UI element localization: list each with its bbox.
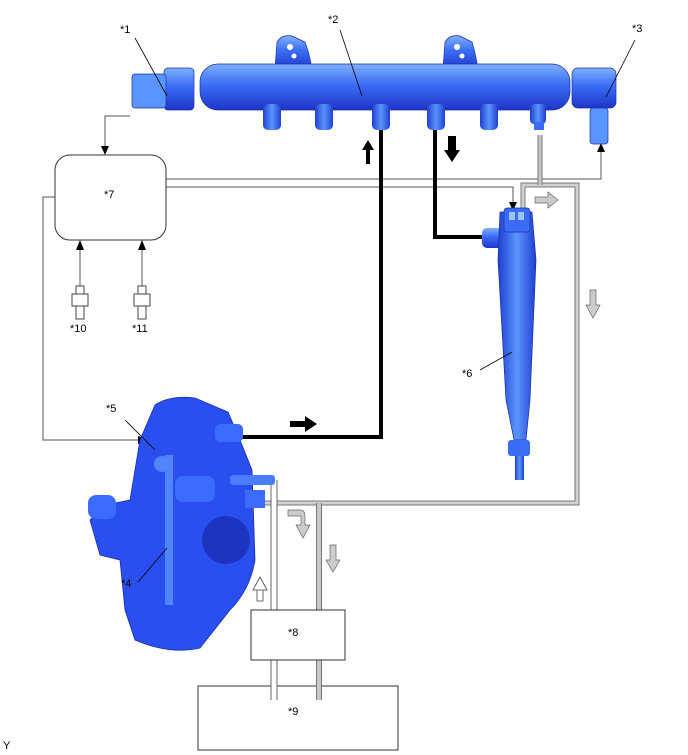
- label-6: *6: [462, 368, 473, 380]
- pressure-sensor-1: [163, 67, 195, 111]
- common-rail: [131, 35, 617, 145]
- arrowhead-sensor10: [76, 240, 84, 250]
- return-arrow-down2-icon: [325, 544, 341, 573]
- flow-arrows: [252, 136, 601, 602]
- label-9: *9: [288, 706, 299, 718]
- box-8: [250, 609, 346, 661]
- return-arrow-down-icon: [585, 289, 601, 319]
- arrowhead-to-limiter: [597, 143, 605, 152]
- wire-pressure-sensor-to-ecu: [104, 115, 130, 148]
- label-3: *3: [632, 23, 643, 35]
- wire-ecu-to-pump: [42, 196, 140, 441]
- return-arrow-right-icon: [534, 191, 559, 209]
- box-9: [197, 685, 399, 751]
- arrow-down-icon: [444, 136, 460, 162]
- arrow-right-icon: [290, 416, 317, 432]
- injector-6: [482, 207, 537, 480]
- sensor-11-icon: [133, 285, 151, 320]
- label-10: *10: [70, 323, 87, 335]
- wire-ecu-to-injector: [165, 186, 514, 205]
- sensor-10-icon: [71, 285, 89, 320]
- supply-pump-4: [88, 396, 275, 651]
- supply-arrow-up-icon: [252, 576, 268, 602]
- pressure-limiter-3: [571, 67, 617, 109]
- lines-through-8: [270, 661, 322, 700]
- return-arrow-curved-icon: [287, 509, 311, 539]
- label-8: *8: [288, 627, 299, 639]
- label-7: *7: [104, 189, 115, 201]
- high-pressure-lines: [240, 128, 482, 439]
- arrowhead-sensor11: [138, 240, 146, 250]
- wire-ecu-to-pressure-limiter: [165, 150, 602, 180]
- label-2: *2: [328, 14, 339, 26]
- arrowhead-to-ecu: [101, 146, 109, 155]
- label-5: *5: [106, 403, 117, 415]
- label-11: *11: [132, 323, 148, 335]
- signal-wires: [42, 115, 602, 441]
- arrowhead-to-injector: [509, 202, 517, 211]
- corner-code: Y: [3, 740, 11, 752]
- leader-lines: [124, 29, 636, 583]
- label-4: *4: [121, 578, 132, 590]
- label-1: *1: [120, 24, 131, 36]
- ecu-box: [54, 154, 167, 241]
- arrow-up-icon: [362, 140, 374, 164]
